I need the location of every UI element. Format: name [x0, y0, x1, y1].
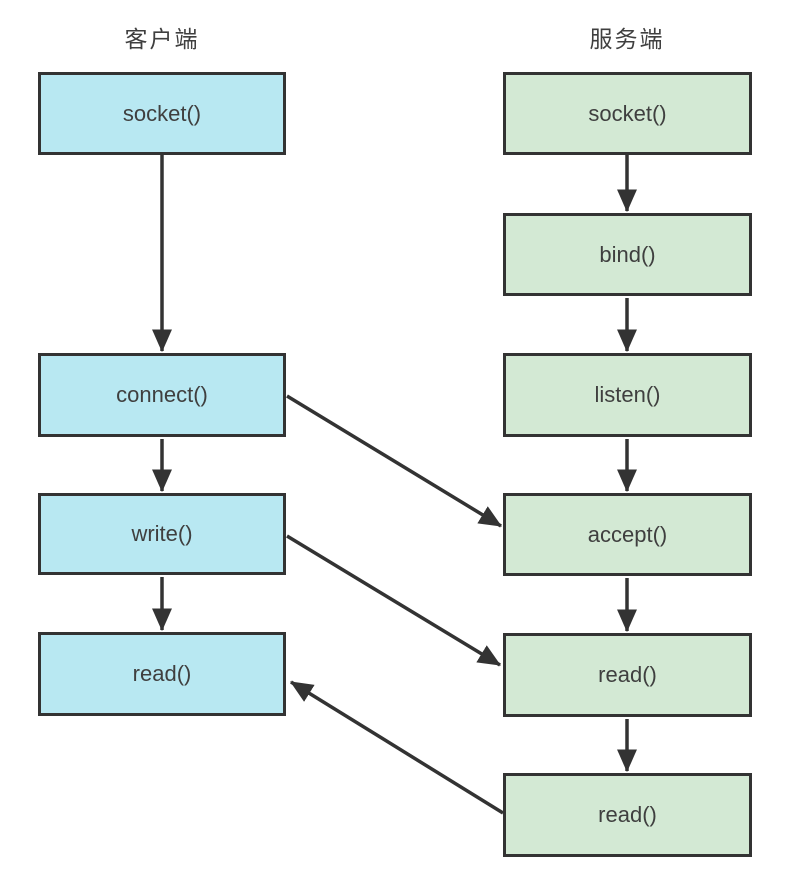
- arrow-connect-to-accept: [286, 394, 502, 528]
- server-box-read-2: read(): [503, 773, 752, 857]
- server-box-bind: bind(): [503, 213, 752, 296]
- client-box-socket: socket(): [38, 72, 286, 155]
- server-box-socket: socket(): [503, 72, 752, 155]
- arrow-server-read2-to-client-read: [290, 680, 504, 815]
- client-box-write: write(): [38, 493, 286, 575]
- server-box-accept: accept(): [503, 493, 752, 576]
- client-box-read: read(): [38, 632, 286, 716]
- server-column-title: 服务端: [589, 26, 665, 52]
- server-box-listen: listen(): [503, 353, 752, 437]
- arrow-write-to-server-read1: [286, 534, 501, 667]
- server-box-read-1: read(): [503, 633, 752, 717]
- client-box-connect: connect(): [38, 353, 286, 437]
- client-column-title: 客户端: [124, 26, 200, 52]
